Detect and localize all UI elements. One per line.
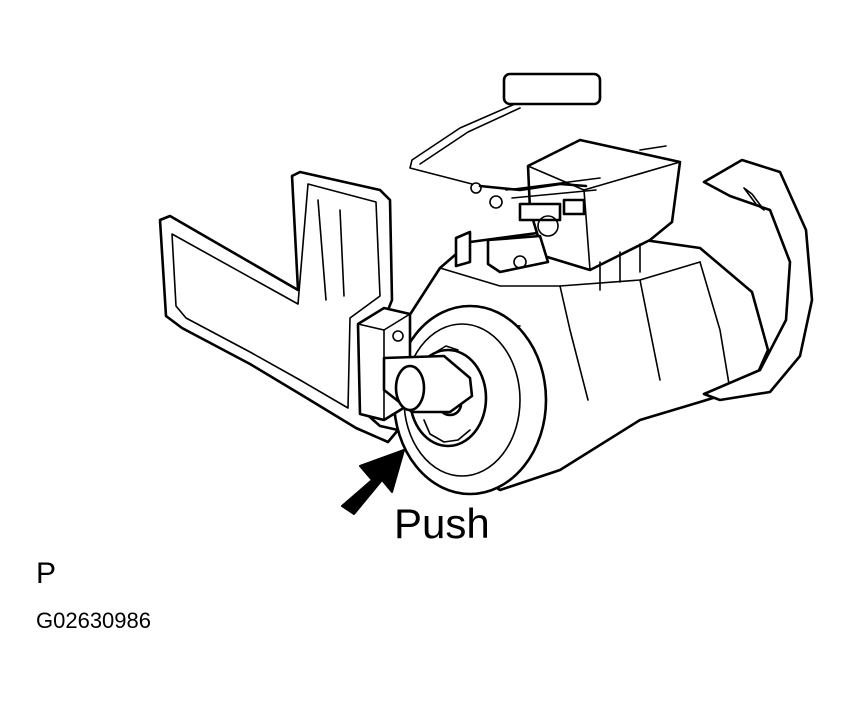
figure-id: G02630986 (36, 608, 151, 633)
push-arrow (341, 449, 405, 515)
view-code: P (36, 557, 57, 590)
push-label: Push (394, 500, 490, 547)
side-bracket (702, 158, 814, 402)
upper-cable (409, 72, 667, 185)
actuator-box (454, 138, 682, 291)
mounting-plate (356, 306, 474, 422)
